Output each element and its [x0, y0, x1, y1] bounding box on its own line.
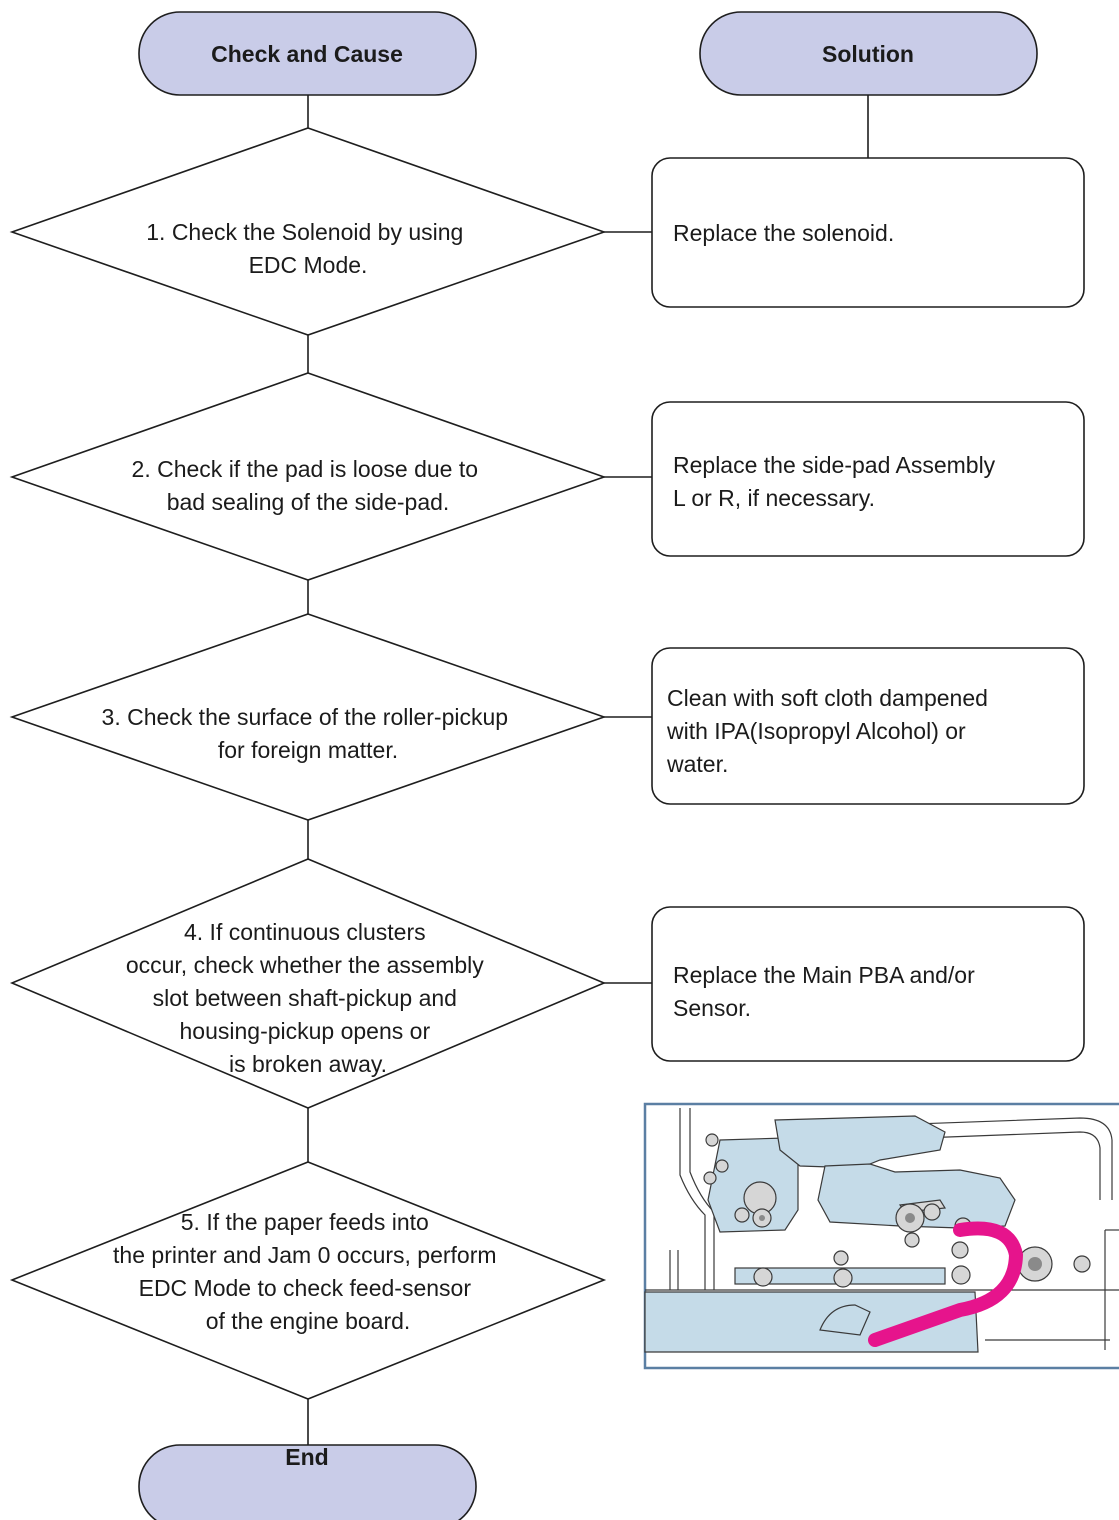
solution-1-line-1: Replace the solenoid.	[673, 220, 894, 246]
solution-3-line-3: water.	[666, 751, 728, 777]
check-step-4-line-4: housing-pickup opens or	[180, 1018, 431, 1044]
solution-4-line-1: Replace the Main PBA and/or	[673, 962, 975, 988]
check-step-5-line-4: of the engine board.	[206, 1308, 411, 1334]
connector-lines	[307, 95, 869, 1445]
check-step-2-line-1: 2. Check if the pad is loose due to	[132, 456, 479, 482]
check-step-3-text: 3. Check the surface of the roller-picku…	[102, 704, 515, 763]
check-step-4-diamond	[9, 858, 607, 1109]
solution-4-line-2: Sensor.	[673, 995, 751, 1021]
check-step-4-text: 4. If continuous clusters occur, check w…	[126, 919, 490, 1077]
check-step-1-line-1: 1. Check the Solenoid by using	[146, 219, 463, 245]
check-step-4-line-3: slot between shaft-pickup and	[153, 985, 457, 1011]
check-step-1-line-2: EDC Mode.	[249, 252, 368, 278]
solution-label: Solution	[822, 41, 914, 67]
end-label: End	[285, 1444, 328, 1470]
check-step-2-text: 2. Check if the pad is loose due to bad …	[132, 456, 485, 515]
check-step-4-line-5: is broken away.	[229, 1051, 387, 1077]
check-step-5-line-2: the printer and Jam 0 occurs, perform	[113, 1242, 497, 1268]
solution-2-line-2: L or R, if necessary.	[673, 485, 875, 511]
solution-box-3	[651, 647, 1085, 805]
check-step-4-line-2: occur, check whether the assembly	[126, 952, 484, 978]
solution-box-4	[651, 906, 1085, 1062]
solution-3-text: Clean with soft cloth dampened with IPA(…	[666, 685, 994, 777]
check-step-1-diamond	[9, 127, 607, 336]
solution-2-line-1: Replace the side-pad Assembly	[673, 452, 996, 478]
check-step-3-diamond	[9, 613, 607, 821]
check-step-4-line-1: 4. If continuous clusters	[184, 919, 426, 945]
solution-3-line-1: Clean with soft cloth dampened	[667, 685, 988, 711]
solution-box-2	[651, 401, 1085, 557]
check-step-5-line-1: 5. If the paper feeds into	[181, 1209, 429, 1235]
check-step-2-line-2: bad sealing of the side-pad.	[167, 489, 450, 515]
solution-4-text: Replace the Main PBA and/or Sensor.	[673, 962, 981, 1021]
solution-1-text: Replace the solenoid.	[673, 220, 894, 246]
solution-box-1	[651, 157, 1085, 308]
check-and-cause-label: Check and Cause	[211, 41, 403, 67]
check-step-1-text: 1. Check the Solenoid by using EDC Mode.	[146, 219, 469, 278]
check-step-5-text: 5. If the paper feeds into the printer a…	[113, 1209, 503, 1334]
end-terminator	[138, 1444, 477, 1520]
check-step-3-line-2: for foreign matter.	[218, 737, 398, 763]
solution-header	[699, 11, 1038, 96]
solution-2-text: Replace the side-pad Assembly L or R, if…	[673, 452, 1002, 511]
check-step-5-line-3: EDC Mode to check feed-sensor	[139, 1275, 472, 1301]
check-step-5-diamond	[9, 1161, 607, 1400]
check-and-cause-header	[138, 11, 477, 96]
check-step-2-diamond	[9, 372, 607, 581]
solution-3-line-2: with IPA(Isopropyl Alcohol) or	[666, 718, 966, 744]
printer-paper-path-illustration	[643, 1102, 1119, 1370]
check-step-3-line-1: 3. Check the surface of the roller-picku…	[102, 704, 509, 730]
